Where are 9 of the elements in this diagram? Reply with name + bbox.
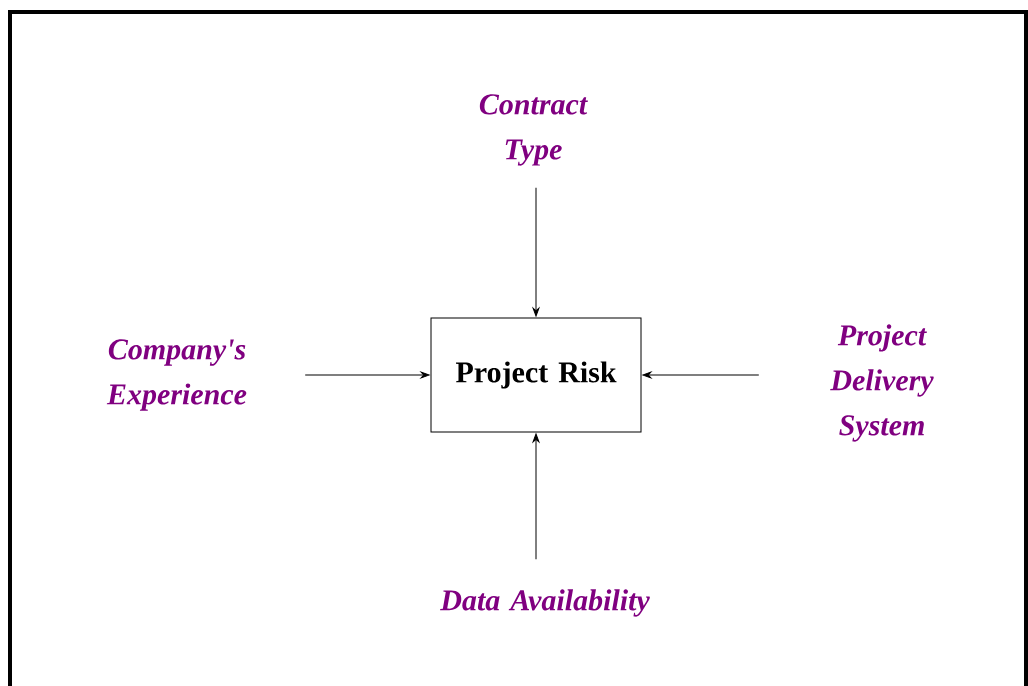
input-label: Data Availability xyxy=(440,589,650,617)
input-label: Contract Type xyxy=(479,94,588,166)
arrow xyxy=(642,371,760,379)
arrow xyxy=(532,187,540,317)
input-label: Project Delivery System xyxy=(830,324,934,442)
input-label: Company's Experience xyxy=(106,339,247,411)
arrow xyxy=(304,371,430,379)
process-box: Project Risk xyxy=(430,317,642,433)
arrow xyxy=(532,433,540,560)
